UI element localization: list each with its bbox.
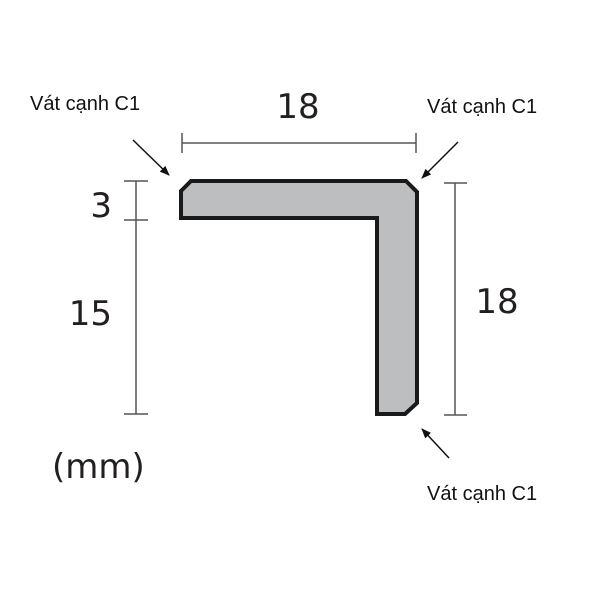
top-width-value: 18 [276,87,319,127]
top-width-dimension [181,133,417,153]
left-height-dimension [124,180,148,415]
left-thickness-value: 3 [90,186,112,226]
left-height-value: 15 [69,294,112,334]
chamfer-arrow-top-right [421,141,459,179]
chamfer-label-bottom-right: Vát cạnh C1 [427,483,537,505]
chamfer-arrow-top-left [132,139,170,176]
l-profile-shape [179,179,419,416]
chamfer-arrow-bottom-right [421,428,450,459]
right-height-dimension [444,182,467,416]
unit-label: (mm) [52,447,145,487]
chamfer-label-top-right: Vát cạnh C1 [427,96,537,118]
chamfer-label-top-left: Vát cạnh C1 [30,93,140,115]
right-height-value: 18 [475,282,518,322]
